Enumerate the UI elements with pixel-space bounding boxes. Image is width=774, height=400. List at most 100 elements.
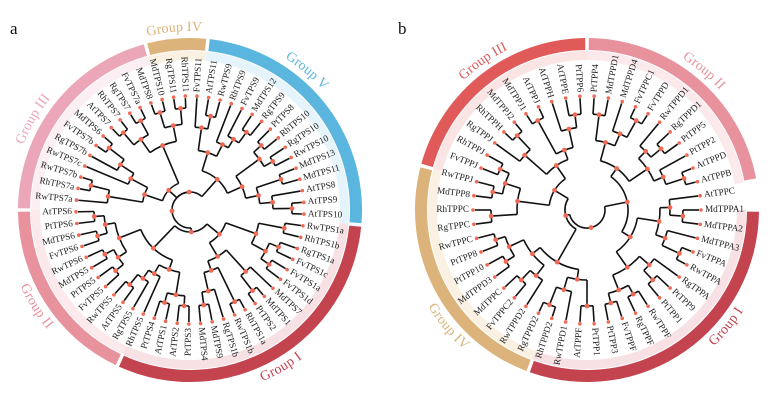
node-marker (522, 152, 528, 158)
leaf-marker (485, 263, 489, 267)
node-marker (142, 192, 147, 198)
node-marker (215, 253, 221, 259)
tree-branch (592, 305, 595, 322)
tree-branch (249, 266, 272, 288)
leaf-marker (578, 94, 582, 99)
tree-branch (238, 298, 245, 309)
group-band (415, 167, 531, 372)
node-marker (627, 234, 633, 240)
tree-branch (271, 259, 286, 270)
tree-branch (478, 233, 495, 239)
node-marker (178, 106, 183, 111)
tree-branch (647, 283, 660, 297)
tree-branch (150, 104, 156, 115)
tree-branch (639, 123, 660, 147)
group-band (18, 44, 147, 209)
leaf-marker (121, 300, 125, 305)
tree-branch (551, 306, 557, 317)
tree-branch (628, 168, 648, 182)
node-marker (574, 276, 580, 282)
tree-branch (495, 265, 510, 277)
tree-branch (217, 267, 236, 303)
leaf-marker (253, 301, 257, 306)
tree-branch (173, 99, 177, 110)
leaf-marker (268, 127, 273, 131)
node-marker (253, 231, 259, 237)
leaf-marker (80, 244, 84, 249)
tree-branch (291, 201, 302, 204)
node-marker (91, 214, 97, 219)
leaf-marker (131, 306, 135, 311)
tree-branch (120, 120, 129, 130)
leaf-label: PtTPP6 (574, 64, 586, 93)
tree-branch (516, 135, 531, 151)
tree-branch (82, 176, 93, 182)
leaf-marker (301, 200, 306, 205)
clade-shading (30, 210, 127, 355)
node-marker (624, 199, 630, 205)
leaf-marker (620, 99, 625, 104)
node-marker (232, 299, 238, 305)
tree-branch (208, 242, 219, 257)
leaf-marker (103, 284, 108, 289)
tree-branch (538, 108, 545, 119)
leaf-marker (83, 164, 87, 168)
leaf-label: MdTPS4 (197, 327, 210, 361)
leaf-label: AtTPS2 (167, 326, 180, 357)
node-marker (660, 174, 666, 180)
leaf-marker (229, 101, 234, 106)
node-marker (121, 130, 126, 136)
group-band (118, 225, 362, 382)
tree-branch (482, 168, 499, 176)
tree-branch (579, 98, 582, 115)
node-marker (138, 137, 144, 142)
tree-branch (87, 249, 103, 258)
node-marker (181, 303, 187, 309)
node-marker (680, 213, 686, 219)
tree-branch (143, 276, 161, 313)
leaf-marker (76, 233, 81, 237)
tree-branch (225, 249, 247, 273)
tree-branch (152, 225, 176, 249)
clade-shading (427, 168, 536, 360)
leaf-marker (606, 320, 611, 324)
tree-branch (83, 239, 100, 247)
node-marker (502, 181, 508, 186)
leaf-marker (138, 105, 142, 110)
leaf-marker (195, 94, 199, 99)
leaf-marker (502, 130, 506, 134)
leaf-marker (563, 96, 568, 100)
node-marker (169, 208, 175, 214)
node-marker (503, 259, 509, 264)
node-marker (150, 245, 156, 251)
tree-branch (198, 305, 202, 322)
tree-branch (526, 115, 534, 125)
tree-branch (491, 213, 518, 217)
leaf-label: RwTPS7a (35, 191, 73, 204)
leaf-marker (210, 320, 215, 324)
leaf-marker (127, 111, 132, 116)
leaf-label: AtTPS8 (305, 179, 336, 194)
node-marker (289, 205, 295, 211)
tree-branch (637, 290, 648, 305)
tree-branch (206, 223, 220, 235)
leaf-label: PtTPP4 (589, 63, 601, 92)
tree-branch (626, 120, 637, 138)
tree-branch (495, 143, 521, 162)
leaf-marker (512, 296, 517, 300)
leaf-label: AtTPPB (700, 167, 733, 184)
leaf-marker (297, 177, 302, 182)
node-marker (118, 162, 123, 168)
tree-branch (256, 178, 282, 189)
tree-branch (225, 222, 257, 235)
leaf-marker (300, 188, 305, 193)
leaf-marker (472, 222, 476, 227)
node-marker (205, 150, 211, 156)
leaf-marker (698, 193, 702, 198)
leaf-label: AtTPS6 (42, 206, 72, 216)
node-marker (157, 110, 163, 115)
node-marker (270, 199, 276, 205)
node-marker (250, 288, 255, 294)
node-marker (490, 189, 496, 195)
